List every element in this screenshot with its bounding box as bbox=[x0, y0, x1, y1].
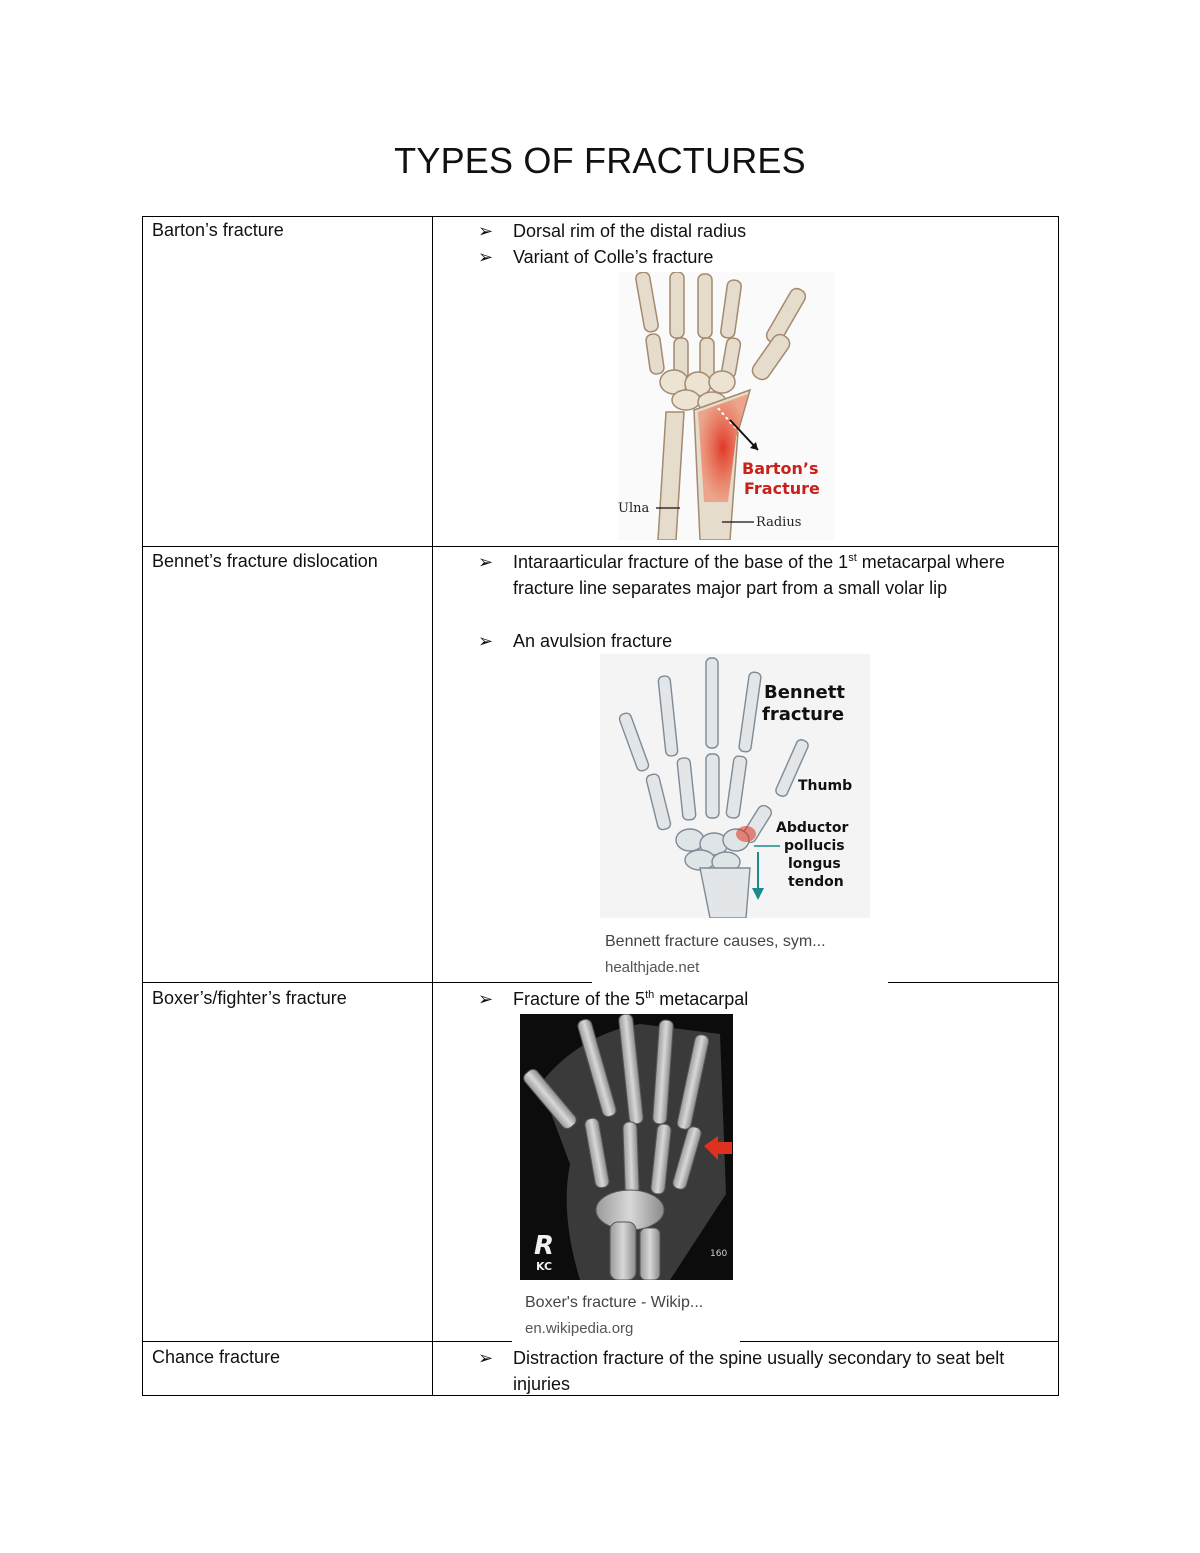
arrow-bullet-icon: ➢ bbox=[478, 631, 494, 651]
thumb-label: Thumb bbox=[798, 778, 852, 794]
table-border-right bbox=[1058, 216, 1059, 1396]
tendon-label-4: tendon bbox=[788, 874, 844, 890]
barton-fracture-illustration: Barton’s Fracture Ulna Radius bbox=[618, 272, 834, 540]
arrow-bullet-icon: ➢ bbox=[478, 247, 494, 267]
wrist-bones-drawing: Barton’s Fracture Ulna Radius bbox=[618, 272, 820, 540]
boxer-fracture-xray: R KC 160 bbox=[520, 1014, 733, 1280]
barton-figure-label-2: Fracture bbox=[744, 479, 820, 498]
bennett-caption-title[interactable]: Bennett fracture causes, sym... bbox=[605, 933, 826, 950]
arrow-bullet-icon: ➢ bbox=[478, 552, 494, 572]
bennett-caption-panel bbox=[592, 922, 888, 986]
bennett-figure-title: Bennett bbox=[764, 682, 845, 703]
page-title: TYPES OF FRACTURES bbox=[394, 140, 806, 181]
row-label-bennett: Bennet’s fracture dislocation bbox=[152, 551, 378, 571]
tendon-label-2: pollucis bbox=[784, 838, 845, 854]
row-label-chance: Chance fracture bbox=[152, 1347, 281, 1367]
boxer-caption-source[interactable]: en.wikipedia.org bbox=[525, 1320, 634, 1337]
arrow-bullet-icon: ➢ bbox=[478, 221, 494, 241]
boxer-caption-panel bbox=[512, 1284, 740, 1346]
row-divider-2b bbox=[888, 982, 1059, 983]
xray-hand-drawing: R KC 160 bbox=[523, 1014, 732, 1280]
arrow-bullet-icon: ➢ bbox=[478, 1348, 494, 1368]
xray-scale-text: 160 bbox=[710, 1249, 727, 1259]
hand-bones-drawing: Bennett fracture Thumb Abductor pollucis… bbox=[618, 657, 852, 918]
bennett-caption-source[interactable]: healthjade.net bbox=[605, 959, 700, 976]
row-divider-2a bbox=[142, 982, 592, 983]
row-label-boxer: Boxer’s/fighter’s fracture bbox=[152, 988, 347, 1008]
boxer-caption-title[interactable]: Boxer's fracture - Wikip... bbox=[525, 1294, 704, 1311]
tendon-label-1: Abductor bbox=[776, 820, 848, 836]
table-border-left bbox=[142, 216, 143, 1396]
row-divider-3a bbox=[142, 1341, 512, 1342]
tendon-label-3: longus bbox=[788, 856, 841, 872]
radius-label: Radius bbox=[756, 515, 801, 530]
barton-figure-label: Barton’s bbox=[742, 459, 819, 478]
arrow-bullet-icon: ➢ bbox=[478, 989, 494, 1009]
xray-side-marker: R bbox=[534, 1231, 554, 1261]
row-label-barton: Barton’s fracture bbox=[152, 220, 284, 240]
row-divider-3b bbox=[740, 1341, 1059, 1342]
row-divider-1 bbox=[142, 546, 1059, 547]
bennett-fracture-illustration: Bennett fracture Thumb Abductor pollucis… bbox=[600, 654, 870, 918]
xray-side-marker-sub: KC bbox=[536, 1260, 552, 1273]
table-border-top bbox=[142, 216, 1059, 217]
bennett-figure-title-2: fracture bbox=[762, 704, 844, 725]
table-column-divider bbox=[432, 216, 433, 1396]
ulna-label: Ulna bbox=[618, 501, 649, 516]
table-border-bottom bbox=[142, 1395, 1059, 1396]
